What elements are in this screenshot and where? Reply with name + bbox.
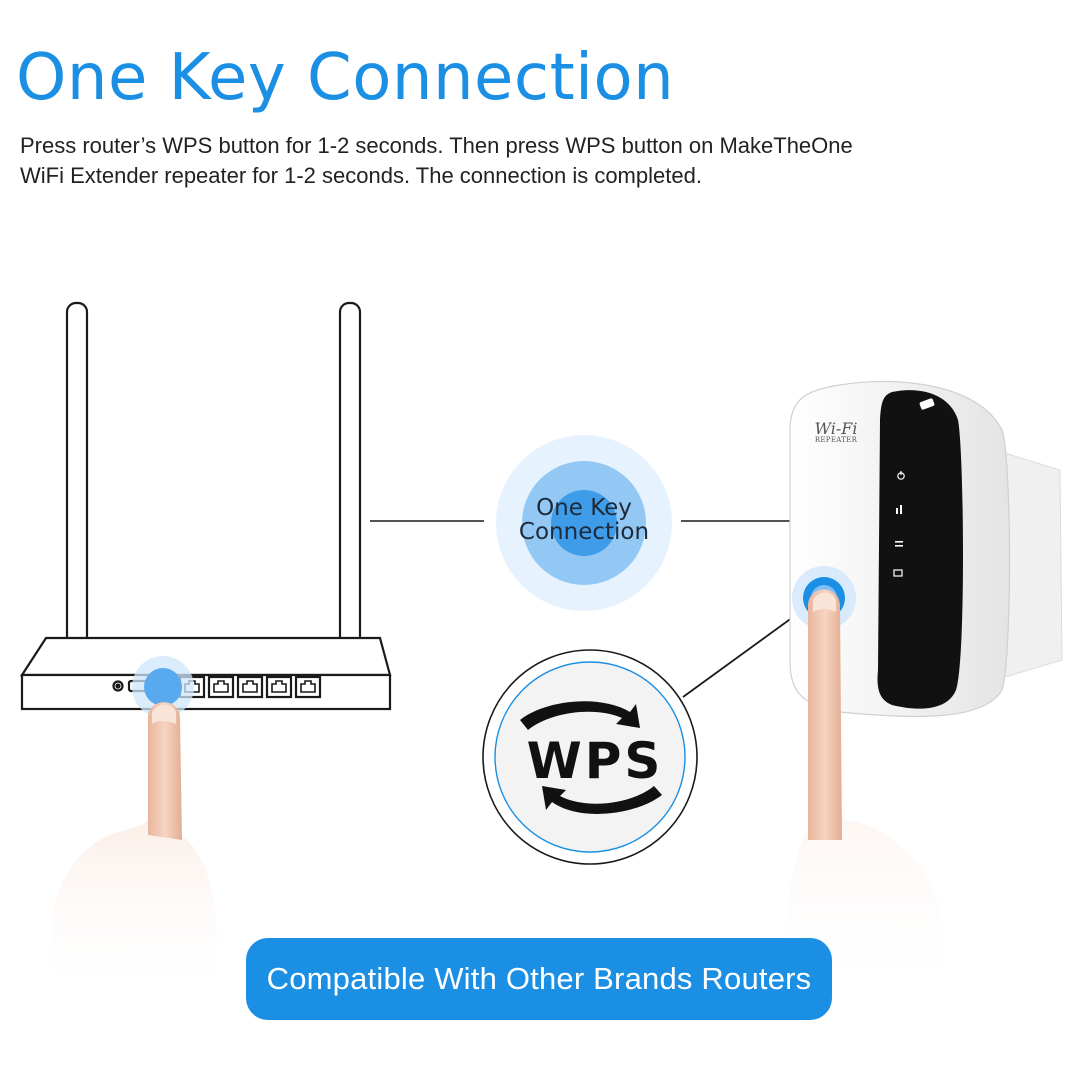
connection-badge-line-1: One Key [536,495,632,521]
finger-icon [50,702,218,1000]
description: Press router’s WPS button for 1-2 second… [20,131,980,191]
power-icon [897,471,905,480]
finger-icon [786,589,946,1000]
wps-badge [482,649,698,865]
router-wps-glow [132,656,194,718]
wps-label: WPS [526,732,664,790]
wps-pointer-line [682,611,801,698]
arrows-icon [895,541,903,547]
router-icon [19,301,392,711]
connection-badge [496,435,672,611]
compatibility-banner: Compatible With Other Brands Routers [246,938,832,1020]
repeater-brand-line-1: Wi-Fi [814,419,858,438]
page-title: One Key Connection [16,41,675,115]
repeater-device [789,380,1063,718]
signal-icon [896,505,902,514]
connection-badge-label: One Key Connection [498,496,670,544]
repeater-brand-line-2: REPEATER [814,436,858,444]
description-line-2: WiFi Extender repeater for 1-2 seconds. … [20,163,702,188]
connection-badge-line-2: Connection [518,519,650,545]
wps-arrows-icon [520,701,662,814]
description-line-1: Press router’s WPS button for 1-2 second… [20,133,853,158]
repeater-brand-logo: Wi-Fi REPEATER [814,421,858,444]
ethernet-icon [893,569,903,577]
